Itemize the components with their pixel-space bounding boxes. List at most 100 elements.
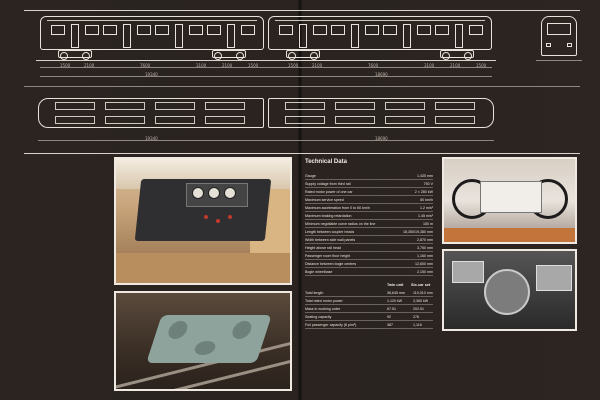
car-window <box>417 25 431 35</box>
wheel <box>288 52 296 60</box>
dimension-line-plan <box>38 140 494 141</box>
gauge-dial <box>192 187 204 199</box>
seat-row <box>55 102 95 110</box>
car-window <box>383 25 397 35</box>
drawing-top-rule <box>24 10 580 11</box>
bogie-photo <box>114 291 292 391</box>
floor-stripe <box>444 228 575 242</box>
bogie-frame <box>146 315 272 363</box>
car-window <box>103 25 117 35</box>
gauge-dial <box>208 187 220 199</box>
car-window <box>137 25 151 35</box>
gauge-dial <box>224 187 236 199</box>
bogie-outline <box>440 50 474 58</box>
control-button <box>204 215 208 219</box>
dim-label: 18690 <box>375 72 388 77</box>
dimension-line-side <box>40 67 492 68</box>
car-door <box>351 24 359 48</box>
bogie-outline <box>212 50 246 58</box>
roofline <box>47 20 257 21</box>
wheel <box>464 52 472 60</box>
wheel <box>442 52 450 60</box>
side-elevation-car-2 <box>268 16 492 50</box>
car-door <box>71 24 79 48</box>
car-window <box>469 25 483 35</box>
rail-line <box>36 60 496 61</box>
dim-label: 2100 <box>450 63 461 68</box>
control-button <box>216 219 220 223</box>
dim-label: 1500 <box>476 63 487 68</box>
seat-row <box>105 116 145 124</box>
column-header-six: Six-car set <box>411 283 431 287</box>
front-view <box>541 16 577 56</box>
technical-data-title: Technical Data <box>305 159 347 165</box>
car-window <box>331 25 345 35</box>
wheel <box>484 269 530 315</box>
wheel <box>310 52 318 60</box>
seat-row <box>205 102 245 110</box>
car-window <box>313 25 327 35</box>
tech-row: Minimum negotiable curve radius on the l… <box>305 222 433 228</box>
car-door <box>455 24 463 48</box>
dim-label: 1500 <box>248 63 259 68</box>
dim-label: 19340 <box>145 136 158 141</box>
coupler-unit <box>480 181 542 213</box>
car-window <box>365 25 379 35</box>
seat-row <box>205 116 245 124</box>
seat-row <box>335 116 375 124</box>
dim-label: 3100 <box>196 63 207 68</box>
seat-row <box>55 116 95 124</box>
side-elevation-car-1 <box>40 16 264 50</box>
car-window <box>435 25 449 35</box>
bogie-part <box>192 341 218 355</box>
wheelset-photo <box>442 249 577 331</box>
roofline <box>275 20 485 21</box>
car-window <box>51 25 65 35</box>
dim-label: 1500 <box>288 63 299 68</box>
coupler-photo <box>442 157 577 244</box>
car-window <box>241 25 255 35</box>
car-window <box>85 25 99 35</box>
headlight <box>546 43 551 47</box>
dim-label: 19340 <box>145 72 158 77</box>
car-window <box>279 25 293 35</box>
car-door <box>123 24 131 48</box>
page-fold <box>298 0 302 400</box>
technical-drawing: 1500 2100 7600 3100 2100 1500 1500 2100 … <box>0 0 600 160</box>
bogie-outline <box>58 50 92 58</box>
dim-label: 2100 <box>84 63 95 68</box>
wheel <box>60 52 68 60</box>
cab-interior-photo <box>114 157 292 285</box>
dimension-line-total <box>40 76 492 77</box>
front-rail-line <box>536 60 582 61</box>
seat-row <box>285 102 325 110</box>
car-window <box>207 25 221 35</box>
seat-row <box>105 102 145 110</box>
dim-label: 18690 <box>375 136 388 141</box>
car-window <box>155 25 169 35</box>
car-window <box>189 25 203 35</box>
front-window <box>547 23 571 35</box>
axle-box <box>452 261 484 283</box>
plan-view-car-2 <box>268 98 494 128</box>
car-door <box>299 24 307 48</box>
car-door <box>175 24 183 48</box>
dim-label: 3100 <box>424 63 435 68</box>
dim-label: 2100 <box>222 63 233 68</box>
dim-label: 7600 <box>140 63 151 68</box>
wheel <box>214 52 222 60</box>
